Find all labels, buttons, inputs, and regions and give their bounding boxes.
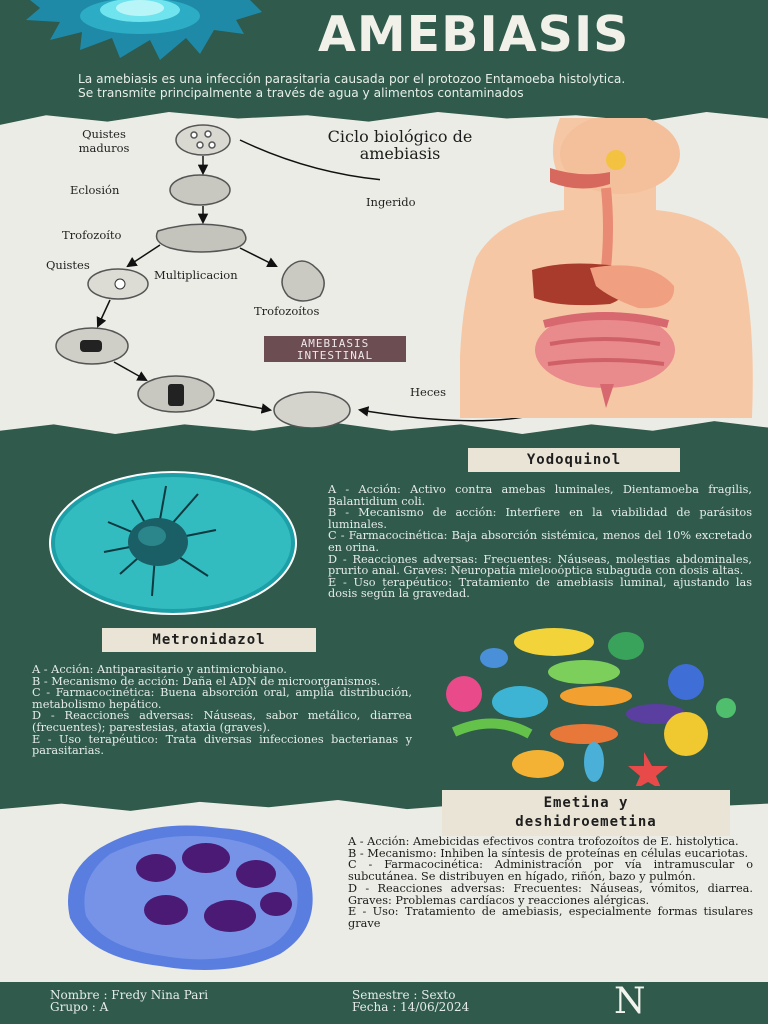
amoeba-illustration-top: [26, 0, 262, 60]
emetina-heading: Emetina y deshidroemetina: [442, 790, 730, 836]
emetina-text: A - Acción: Amebicidas efectivos contra …: [348, 835, 753, 930]
footer-fecha: Fecha : 14/06/2024: [352, 1000, 470, 1014]
eclosion-drawing: [169, 174, 231, 206]
intestinal-stage-3: [273, 391, 351, 428]
label-eclosion: Eclosión: [70, 183, 120, 197]
amoeba-cell-image: [68, 825, 313, 970]
footer-nombre: Nombre : Fredy Nina Pari: [50, 988, 209, 1002]
yodoquinol-heading: Yodoquinol: [468, 448, 680, 472]
footer: Nombre : Fredy Nina Pari Grupo : A Semes…: [0, 982, 768, 1024]
footer-logo: N: [614, 981, 646, 1022]
label-quistes-maduros: Quistes maduros: [78, 127, 130, 155]
digestive-system-illustration: [460, 118, 753, 418]
life-cycle-diagram: [55, 124, 380, 428]
label-trofozoito: Trofozoíto: [62, 228, 122, 242]
label-trofozoitos: Trofozoítos: [254, 304, 320, 318]
intro-line-2: Se transmite principalmente a través de …: [78, 86, 524, 100]
metronidazol-text: A - Acción: Antiparasitario y antimicrob…: [32, 663, 412, 758]
metronidazol-heading: Metronidazol: [102, 628, 316, 652]
label-ingerido: Ingerido: [366, 195, 416, 209]
intro-line-1: La amebiasis es una infección parasitari…: [78, 72, 626, 86]
yodoquinol-text: A - Acción: Activo contra amebas luminal…: [328, 483, 752, 601]
microorganism-image: [49, 471, 297, 615]
mature-cyst-drawing: [175, 124, 231, 156]
page-title: AMEBIASIS: [318, 6, 630, 63]
footer-semestre: Semestre : Sexto: [352, 988, 456, 1002]
label-quistes: Quistes: [46, 258, 90, 272]
amebiasis-intestinal-badge: AMEBIASIS INTESTINAL: [264, 336, 406, 362]
label-multiplicacion: Multiplicacion: [154, 268, 238, 282]
trofozoito-drawing: [155, 223, 247, 253]
cycle-title: Ciclo biológico de amebiasis: [327, 127, 473, 163]
trofozoitos-drawing: [281, 260, 325, 302]
intro-text: La amebiasis es una infección parasitari…: [78, 72, 762, 100]
microbes-collage: [446, 628, 736, 786]
label-heces: Heces: [410, 385, 446, 399]
footer-grupo: Grupo : A: [50, 1000, 109, 1014]
